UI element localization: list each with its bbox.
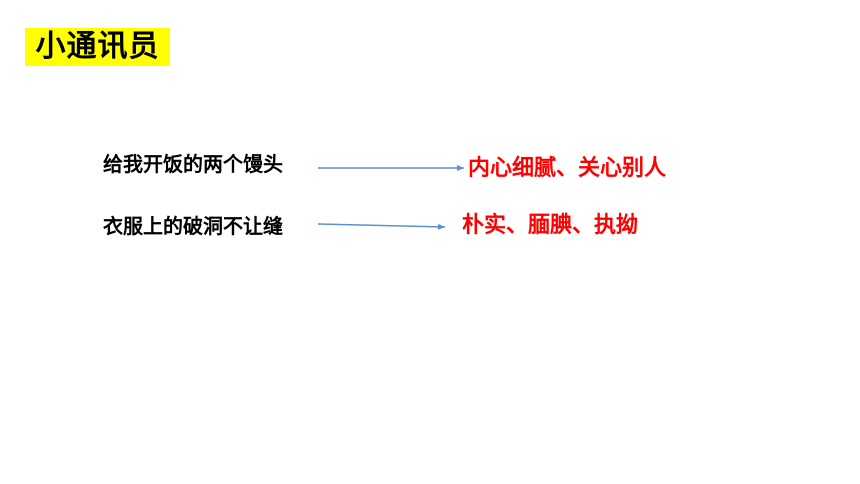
event-text-2: 衣服上的破洞不让缝	[103, 214, 283, 238]
event-text-1: 给我开饭的两个馒头	[103, 152, 283, 176]
quality-text-1: 内心细腻、关心别人	[468, 156, 667, 181]
title-highlight-box: 小通讯员	[25, 28, 170, 66]
arrow-connector-2	[317, 223, 446, 230]
quality-text-2: 朴实、腼腆、执拗	[462, 213, 639, 238]
slide-title: 小通讯员	[35, 29, 160, 64]
